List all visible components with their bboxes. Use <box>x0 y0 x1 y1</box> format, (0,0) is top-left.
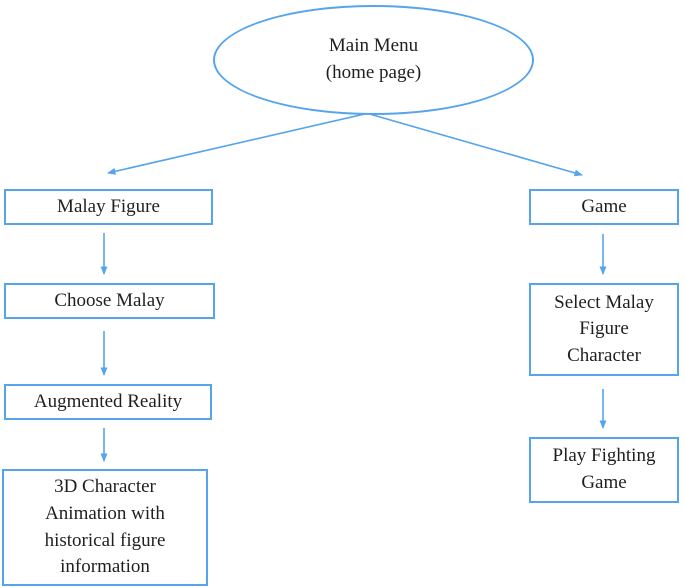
node-main-menu: Main Menu (home page) <box>213 5 534 115</box>
node-character-info: 3D Character Animation with historical f… <box>2 469 208 586</box>
node-augmented-reality-label: Augmented Reality <box>33 390 183 412</box>
node-select-character: Select Malay Figure Character <box>529 283 679 376</box>
node-malay-figure-label: Malay Figure <box>57 195 160 217</box>
node-play-game-label: Play Fighting Game <box>552 445 656 493</box>
node-character-info-label: 3D Character Animation with historical f… <box>44 476 166 578</box>
arrow-main-menu-to-malay-figure <box>107 109 383 175</box>
node-play-game: Play Fighting Game <box>529 437 679 503</box>
node-choose-malay: Choose Malay <box>4 283 215 319</box>
node-augmented-reality: Augmented Reality <box>4 384 212 420</box>
node-select-character-label: Select Malay Figure Character <box>554 291 654 366</box>
node-choose-malay-label: Choose Malay <box>54 289 165 311</box>
node-main-menu-label: Main Menu (home page) <box>325 35 422 83</box>
arrow-main-menu-to-game <box>358 110 583 177</box>
node-game: Game <box>529 189 679 225</box>
node-game-label: Game <box>581 195 627 217</box>
node-malay-figure: Malay Figure <box>4 189 213 225</box>
